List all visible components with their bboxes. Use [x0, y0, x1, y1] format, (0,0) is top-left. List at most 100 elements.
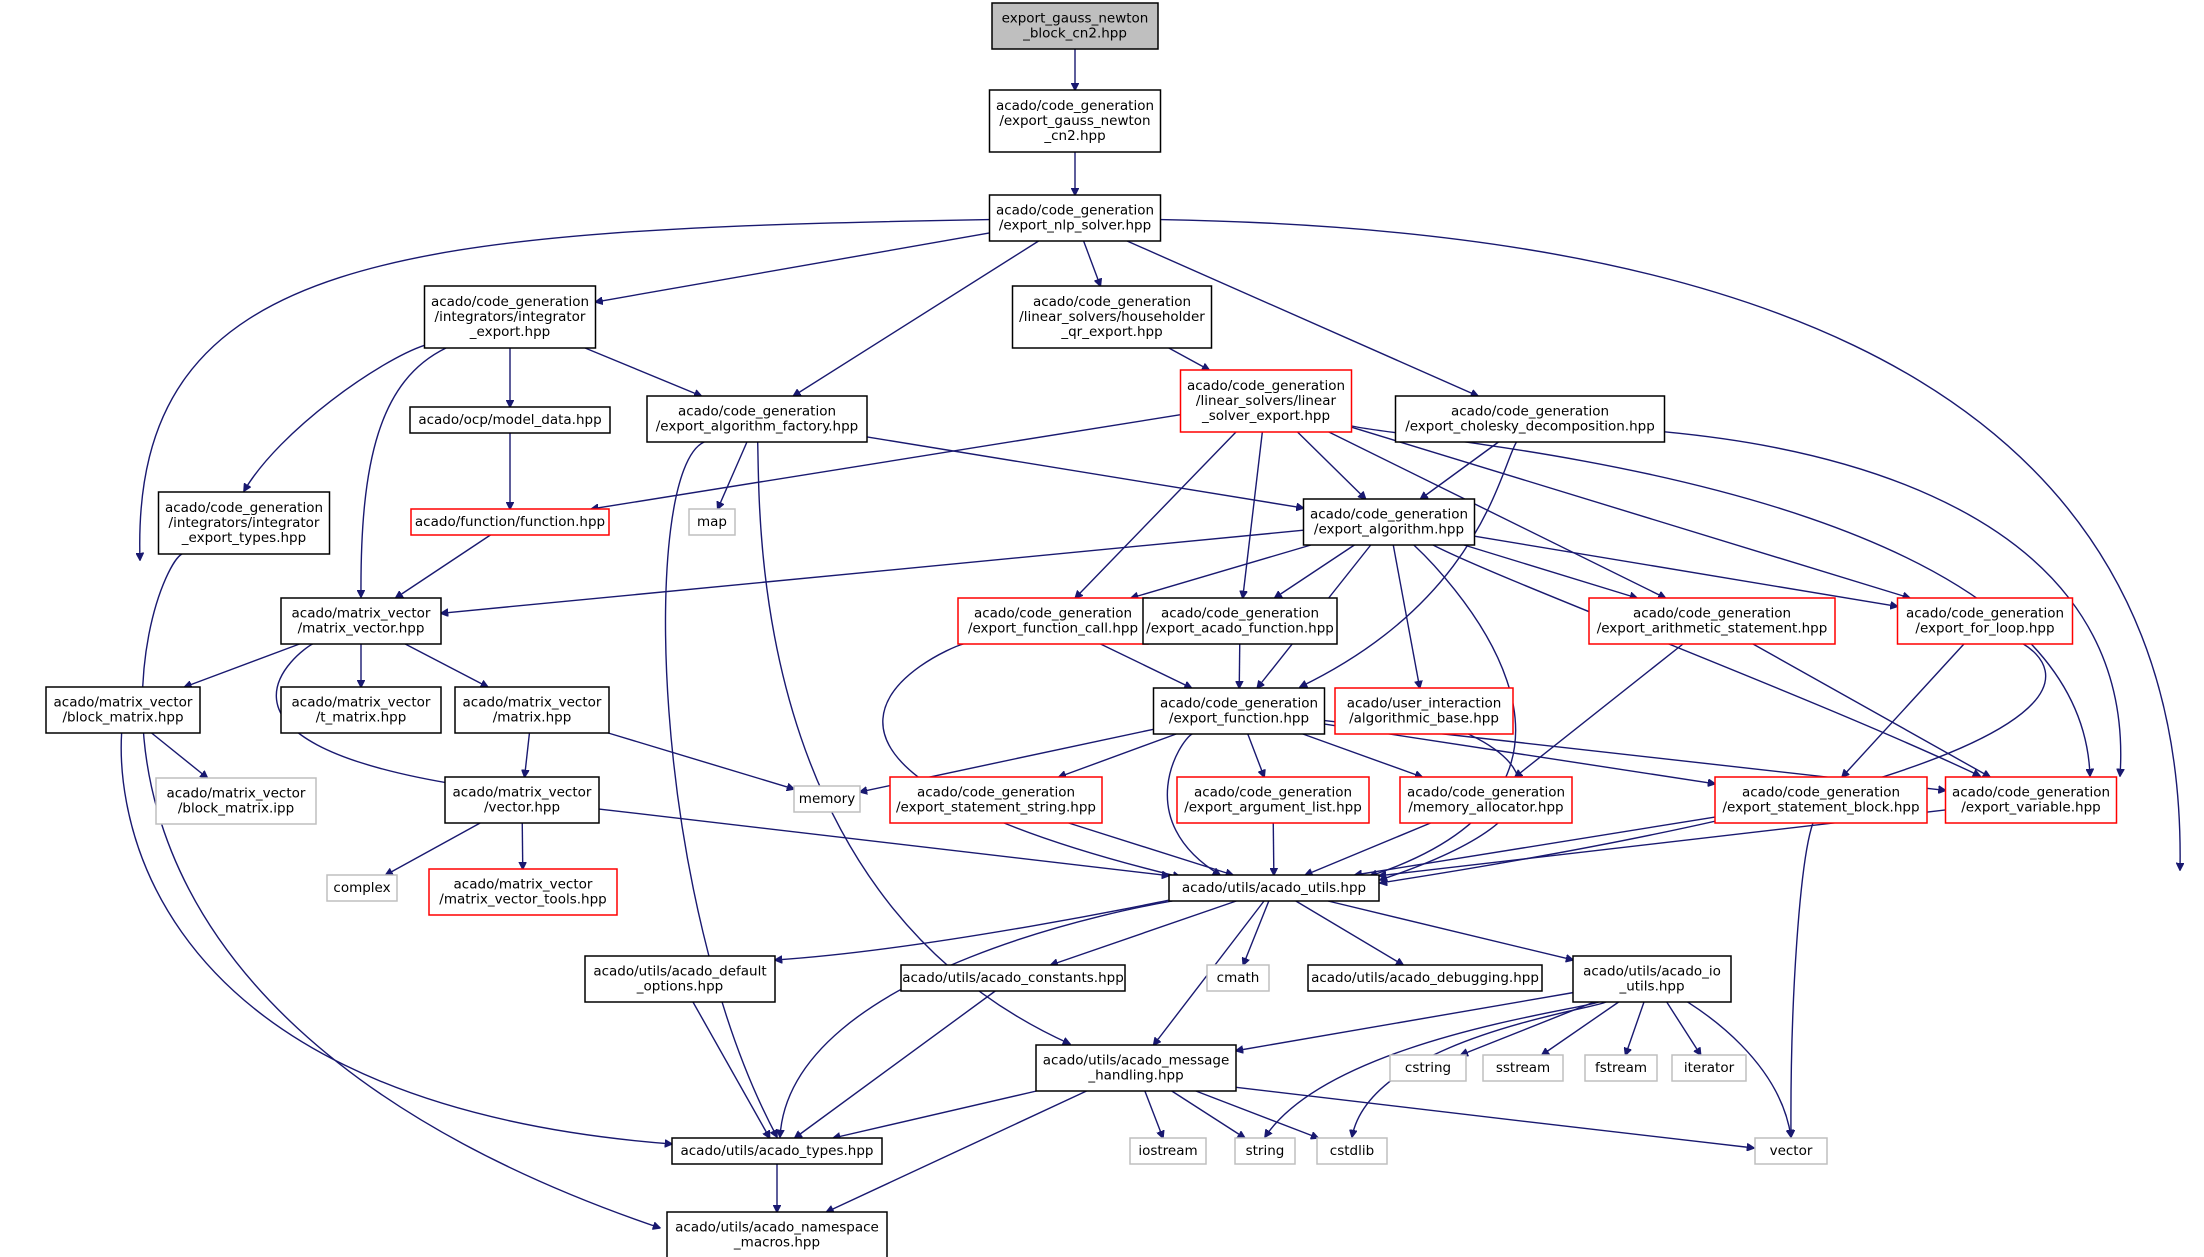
node-normal[interactable]: acado/utils/acado_debugging.hpp — [1307, 964, 1543, 992]
node-truncated[interactable]: acado/code_generation/export_function_ca… — [957, 597, 1149, 645]
edge-n14-to-n19 — [185, 643, 300, 687]
node-box — [1671, 1054, 1747, 1082]
node-truncated[interactable]: acado/code_generation/export_arithmetic_… — [1588, 597, 1836, 645]
node-truncated[interactable]: acado/code_generation/export_for_loop.hp… — [1896, 597, 2074, 645]
node-normal[interactable]: acado/code_generation/export_function.hp… — [1152, 687, 1326, 735]
node-label: /integrators/integrator — [169, 515, 320, 531]
node-truncated[interactable]: acado/code_generation/memory_allocator.h… — [1399, 776, 1573, 824]
node-label: /export_for_loop.hpp — [1915, 621, 2054, 637]
edge-n4-to-n9 — [584, 347, 701, 396]
node-normal[interactable]: acado/code_generation/export_nlp_solver.… — [988, 194, 1162, 242]
node-label: acado/ocp/model_data.hpp — [418, 412, 601, 428]
node-normal[interactable]: acado/utils/acado_utils.hpp — [1168, 874, 1380, 902]
node-normal[interactable]: acado/utils/acado_namespace_macros.hpp — [666, 1211, 888, 1257]
node-label: acado/code_generation — [1742, 785, 1900, 801]
node-box — [280, 686, 442, 734]
node-normal[interactable]: acado/utils/acado_default_options.hpp — [584, 955, 776, 1003]
node-box — [410, 508, 610, 536]
node-external[interactable]: cstdlib — [1316, 1137, 1388, 1165]
node-external[interactable]: sstream — [1482, 1054, 1564, 1082]
edge-n5-to-n6 — [1168, 347, 1209, 370]
edge-n28-to-n34 — [1273, 822, 1274, 875]
edge-n34-to-n45 — [780, 900, 1173, 1137]
node-normal[interactable]: acado/code_generation/export_gauss_newto… — [988, 89, 1162, 153]
node-normal[interactable]: acado/utils/acado_constants.hpp — [900, 964, 1126, 992]
node-label: acado/user_interaction — [1347, 696, 1502, 712]
node-label: /export_arithmetic_statement.hpp — [1597, 621, 1828, 637]
node-truncated[interactable]: acado/matrix_vector/matrix_vector_tools.… — [428, 868, 618, 916]
node-external[interactable]: memory — [793, 785, 861, 813]
node-box — [1316, 1137, 1388, 1165]
node-label: vector — [1770, 1143, 1813, 1159]
node-external[interactable]: iostream — [1129, 1137, 1207, 1165]
node-label: /export_acado_function.hpp — [1146, 621, 1334, 637]
node-label: iterator — [1684, 1060, 1735, 1076]
edge-n40-to-n46 — [1144, 1090, 1163, 1138]
node-external[interactable]: map — [688, 508, 736, 536]
node-truncated[interactable]: acado/code_generation/export_variable.hp… — [1944, 776, 2118, 824]
edge-n18-to-n30 — [1842, 643, 1965, 777]
node-normal[interactable]: acado/matrix_vector/matrix.hpp — [454, 686, 610, 734]
node-label: /matrix_vector.hpp — [298, 621, 425, 637]
node-normal[interactable]: acado/utils/acado_message_handling.hpp — [1035, 1044, 1237, 1092]
node-external[interactable]: cstring — [1389, 1054, 1467, 1082]
node-label: /linear_solvers/linear — [1196, 393, 1337, 409]
node-label: _cn2.hpp — [1043, 128, 1105, 144]
node-normal[interactable]: acado/code_generation/export_algorithm_f… — [646, 395, 868, 443]
node-external[interactable]: vector — [1754, 1137, 1828, 1165]
node-normal[interactable]: acado/utils/acado_types.hpp — [671, 1137, 883, 1165]
node-box — [157, 491, 331, 555]
node-label: string — [1246, 1143, 1285, 1159]
edges-layer — [120, 49, 2181, 1228]
edge-n3-to-n34 — [1160, 218, 2181, 870]
edge-n6-to-n16 — [1243, 431, 1264, 598]
edge-n39-to-n40 — [1236, 991, 1574, 1051]
node-box — [1307, 964, 1543, 992]
node-normal[interactable]: acado/code_generation/linear_solvers/hou… — [1011, 285, 1213, 349]
node-label: /matrix.hpp — [493, 710, 572, 726]
node-truncated[interactable]: acado/code_generation/linear_solvers/lin… — [1179, 369, 1353, 433]
node-normal[interactable]: acado/code_generation/export_cholesky_de… — [1394, 395, 1666, 443]
node-root[interactable]: export_gauss_newton_block_cn2.hpp — [991, 2, 1159, 50]
node-truncated[interactable]: acado/code_generation/export_argument_li… — [1176, 776, 1370, 824]
node-label: export_gauss_newton — [1002, 11, 1149, 27]
node-normal[interactable]: acado/ocp/model_data.hpp — [409, 406, 611, 434]
node-box — [988, 89, 1162, 153]
node-normal[interactable]: acado/code_generation/integrators/integr… — [157, 491, 331, 555]
node-normal[interactable]: acado/matrix_vector/matrix_vector.hpp — [280, 597, 442, 645]
edge-n39-to-n44 — [1666, 1001, 1701, 1055]
node-external[interactable]: string — [1234, 1137, 1296, 1165]
node-label: acado/code_generation — [165, 500, 323, 516]
node-external[interactable]: complex — [326, 874, 398, 902]
node-truncated[interactable]: acado/code_generation/export_statement_s… — [889, 776, 1103, 824]
node-label: /export_algorithm_factory.hpp — [656, 419, 859, 435]
node-truncated[interactable]: acado/function/function.hpp — [410, 508, 610, 536]
node-normal[interactable]: acado/utils/acado_io_utils.hpp — [1572, 955, 1732, 1003]
node-truncated[interactable]: acado/user_interaction/algorithmic_base.… — [1334, 687, 1514, 735]
node-box — [988, 194, 1162, 242]
node-label: acado/matrix_vector — [454, 877, 593, 893]
node-label: cstring — [1405, 1060, 1451, 1076]
edge-n27-to-n34 — [1068, 822, 1233, 875]
node-normal[interactable]: acado/matrix_vector/t_matrix.hpp — [280, 686, 442, 734]
node-normal[interactable]: acado/code_generation/export_acado_funct… — [1142, 597, 1338, 645]
node-normal[interactable]: acado/matrix_vector/vector.hpp — [444, 776, 600, 824]
node-normal[interactable]: acado/code_generation/export_algorithm.h… — [1302, 498, 1476, 546]
node-label: acado/code_generation — [1187, 378, 1345, 394]
edge-n13-to-n16 — [1275, 544, 1355, 598]
node-external[interactable]: fstream — [1584, 1054, 1658, 1082]
edge-n22-to-n34 — [1166, 733, 1220, 875]
node-box — [1035, 1044, 1237, 1092]
node-normal[interactable]: acado/matrix_vector/block_matrix.hpp — [45, 686, 201, 734]
node-truncated[interactable]: acado/code_generation/export_statement_b… — [1714, 776, 1928, 824]
node-external[interactable]: acado/matrix_vector/block_matrix.ipp — [155, 777, 317, 825]
edge-n9-to-n13 — [866, 436, 1304, 508]
node-normal[interactable]: acado/code_generation/integrators/integr… — [423, 285, 597, 349]
node-label: acado/matrix_vector — [453, 785, 592, 801]
node-external[interactable]: cmath — [1206, 964, 1270, 992]
node-external[interactable]: iterator — [1671, 1054, 1747, 1082]
node-box — [454, 686, 610, 734]
node-label: /algorithmic_base.hpp — [1349, 711, 1499, 727]
node-label: acado/code_generation — [1033, 294, 1191, 310]
node-label: acado/code_generation — [1161, 606, 1319, 622]
